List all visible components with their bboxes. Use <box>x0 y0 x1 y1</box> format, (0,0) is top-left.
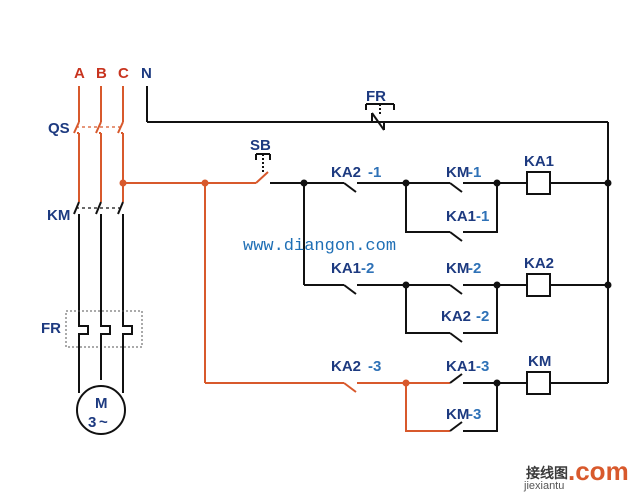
km-main-label: KM <box>47 207 70 224</box>
km-1-index: -1 <box>468 164 481 181</box>
watermark-url: www.diangon.com <box>243 237 396 256</box>
ka2-1-index: -1 <box>368 164 381 181</box>
phase-label-a: A <box>74 65 85 82</box>
control-circuit <box>119 103 612 432</box>
phase-label-n: N <box>141 65 152 82</box>
km-1-name: KM <box>446 164 469 181</box>
ka2-3-name: KA2 <box>331 358 361 375</box>
motor-label-m: M <box>95 395 108 412</box>
sb-label: SB <box>250 137 271 154</box>
ka1-2-name: KA1 <box>331 260 361 277</box>
fr-contact-label: FR <box>366 88 386 105</box>
coil-ka2-label: KA2 <box>524 255 554 272</box>
logo-text: 接线图 <box>526 465 568 482</box>
ka2-2-name: KA2 <box>441 308 471 325</box>
ka2-2-index: -2 <box>476 308 489 325</box>
ka2-1-name: KA2 <box>331 164 361 181</box>
phase-label-c: C <box>118 65 129 82</box>
logo-subtitle: jiexiantu <box>523 480 564 492</box>
km-3-index: -3 <box>468 406 481 423</box>
ka1-3-name: KA1 <box>446 358 476 375</box>
ka2-3-index: -3 <box>368 358 381 375</box>
motor-label-ac: ~ <box>99 414 108 431</box>
coil-ka1-label: KA1 <box>524 153 554 170</box>
qs-label: QS <box>48 120 70 137</box>
km-2-index: -2 <box>468 260 481 277</box>
ka1-2-index: -2 <box>361 260 374 277</box>
logo-com: .com <box>568 456 629 486</box>
site-logo: 接线图 .com jiexiantu <box>523 456 629 492</box>
phase-label-b: B <box>96 65 107 82</box>
ka1-1-index: -1 <box>476 208 489 225</box>
coil-km-label: KM <box>528 353 551 370</box>
km-3-name: KM <box>446 406 469 423</box>
ka1-1-name: KA1 <box>446 208 476 225</box>
motor-label-3: 3 <box>88 414 96 431</box>
fr-main-label: FR <box>41 320 61 337</box>
km-2-name: KM <box>446 260 469 277</box>
ka1-3-index: -3 <box>476 358 489 375</box>
